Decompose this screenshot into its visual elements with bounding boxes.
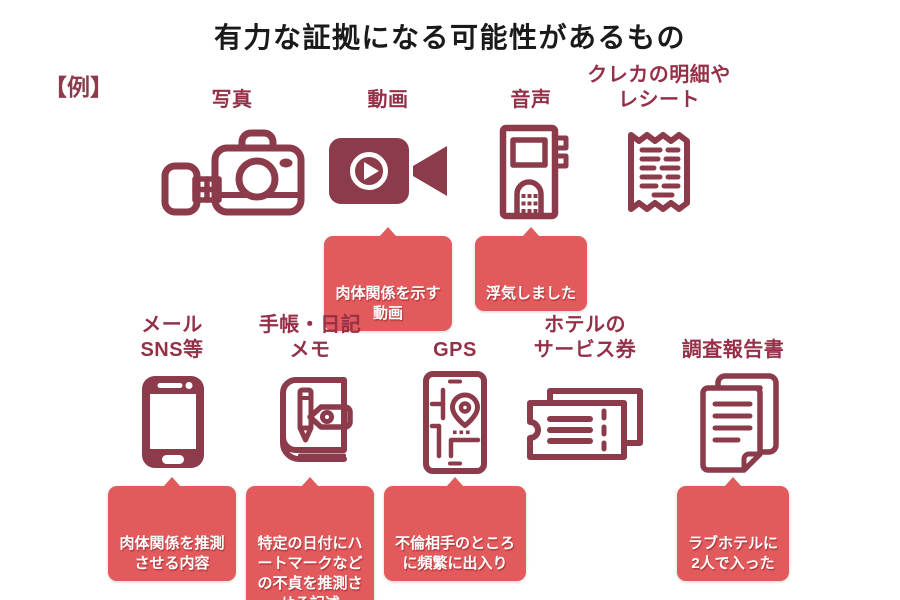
callout: 浮気しました (474, 227, 587, 311)
evidence-item-ticket: ホテルの サービス券 (505, 300, 665, 473)
ticket-icon (520, 371, 650, 473)
evidence-item-photo: 写真 (152, 62, 312, 223)
evidence-item-report: 調査報告書 ラブホテルに 2人で入った (653, 300, 813, 581)
callout-text: 特定の日付にハ ートマークなど の不貞を推測さ せる記述 (257, 534, 363, 600)
evidence-item-video: 動画 肉体関係を示す 動画 (308, 62, 468, 331)
item-label: 手帳・日記 メモ (258, 314, 362, 361)
callout: 不倫相手のところ に頻繁に出入り (383, 477, 526, 581)
item-label: GPS (433, 338, 477, 361)
voice-recorder-icon (486, 121, 576, 223)
video-camera-icon (323, 121, 453, 223)
callout-pointer-icon (445, 477, 464, 487)
item-label: クレカの明細や レシート (587, 64, 731, 111)
callout-text: ラブホテルに 2人で入った (687, 534, 778, 572)
evidence-item-gps: GPS (375, 300, 535, 581)
item-label: 写真 (211, 88, 253, 111)
callout: 特定の日付にハ ートマークなど の不貞を推測さ せる記述 (246, 477, 374, 600)
callout: 肉体関係を推測 させる内容 (108, 477, 236, 581)
report-document-icon (686, 371, 781, 473)
page-title: 有力な証拠になる可能性があるもの (213, 22, 686, 53)
callout-pointer-icon (378, 227, 397, 237)
evidence-item-notebook: 手帳・日記 メモ 特定の日付にハ ートマークなど の不貞を推測さ せる記述 (230, 300, 390, 600)
item-label: ホテルの サービス券 (533, 314, 637, 361)
item-label: メール SNS等 (140, 314, 204, 361)
evidence-item-receipt: クレカの明細や レシート (571, 62, 747, 223)
evidence-item-audio: 音声 浮気しました (451, 62, 611, 311)
callout: 肉体関係を示す 動画 (324, 227, 452, 331)
item-label: 音声 (510, 88, 552, 111)
callout-pointer-icon (723, 477, 742, 487)
example-label: 【例】 (44, 74, 113, 100)
gps-map-icon (409, 370, 501, 474)
callout-text: 不倫相手のところ に頻繁に出入り (394, 534, 515, 572)
evidence-item-mail-sns: メール SNS等 肉体関係を推測 させる内容 (92, 300, 252, 581)
callout-pointer-icon (300, 477, 319, 487)
receipt-icon (616, 121, 702, 223)
callout: ラブホテルに 2人で入った (676, 477, 789, 581)
item-label: 調査報告書 (681, 338, 785, 361)
notebook-icon (260, 371, 360, 473)
callout-text: 肉体関係を推測 させる内容 (119, 534, 225, 572)
callout-text: 浮気しました (485, 284, 576, 302)
item-label: 動画 (367, 88, 409, 111)
callout-pointer-icon (521, 227, 540, 237)
callout-pointer-icon (162, 477, 181, 487)
callout-text: 肉体関係を示す 動画 (335, 284, 441, 322)
smartphone-icon (127, 371, 217, 473)
camera-icon (157, 121, 307, 223)
